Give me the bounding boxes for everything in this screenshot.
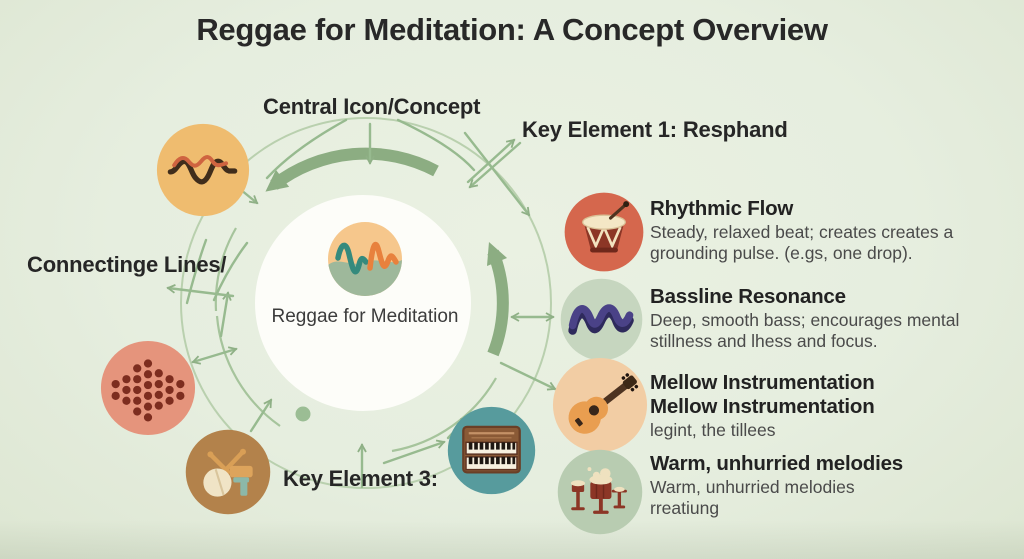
dot-equalizer-icon [99, 339, 197, 437]
label-key-element-3: Key Element 3: [283, 466, 438, 491]
bass-wave-icon [559, 277, 644, 362]
key-element-warm-melodies: Warm, unhurried melodies Warm, unhurried… [650, 452, 1022, 519]
key-element-rhythmic-flow: Rhythmic Flow Steady, relaxed beat; crea… [650, 197, 1022, 264]
key-element-line: grounding pulse. (e.gs, one drop). [650, 243, 913, 264]
inner-ring-arcs [214, 227, 497, 453]
central-concept-label: Reggae for Meditation [271, 306, 459, 327]
page-title: Reggae for Meditation: A Concept Overvie… [196, 12, 828, 47]
key-element-line: rreatiung [650, 498, 720, 519]
label-central-icon-concept: Central Icon/Concept [263, 94, 481, 119]
key-element-title: Bassline Resonance [650, 285, 846, 308]
key-element-line: Deep, smooth bass; encourages mental [650, 309, 960, 330]
key-element-bassline-resonance: Bassline Resonance Deep, smooth bass; en… [650, 285, 1022, 352]
key-element-title: Mellow Instrumentation [650, 371, 875, 394]
drum-kit-icon [184, 428, 272, 516]
guitar-icon [551, 356, 649, 454]
key-element-line: Steady, relaxed beat; creates creates a [650, 221, 954, 242]
conga-drums-icon [556, 448, 644, 536]
label-key-element-1: Key Element 1: Resphand [522, 117, 788, 142]
outer-ring [180, 117, 552, 489]
connector-arrows [166, 118, 557, 489]
hand-drum-icon [563, 191, 645, 273]
cycle-arrows [265, 147, 509, 357]
key-element-title-repeat: Mellow Instrumentation [650, 394, 875, 418]
key-element-line: stillness and lhess and focus. [650, 331, 878, 352]
key-element-line: Warm, unhurried melodies [650, 476, 855, 497]
key-element-title: Warm, unhurried melodies [650, 452, 904, 475]
piano-keyboard-icon [446, 405, 537, 496]
central-disc [255, 195, 471, 411]
key-element-mellow-instrumentation: Mellow Instrumentation Mellow Instrument… [650, 371, 1022, 440]
sine-wave-icon [155, 122, 251, 218]
key-element-line: legint, the tillees [650, 419, 776, 440]
key-element-title: Rhythmic Flow [650, 197, 794, 220]
waveform-badge-icon [328, 222, 402, 296]
label-connecting-lines: Connectinge Lines/ [27, 252, 227, 277]
ring-node-dot [295, 406, 311, 422]
